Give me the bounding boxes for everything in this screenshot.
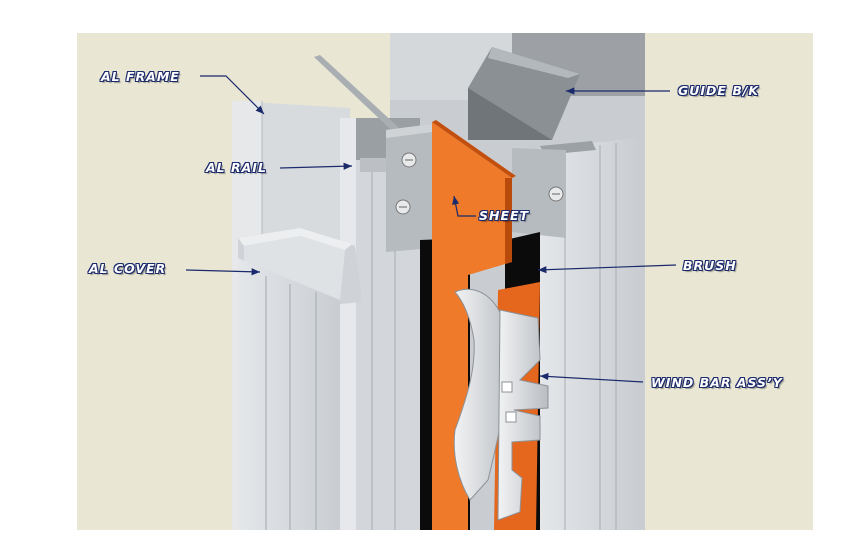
leader-brush <box>537 264 677 274</box>
wind-bar <box>453 288 549 521</box>
label-wind-bar: WIND BAR ASS’Y <box>651 375 783 390</box>
leader-lines <box>185 75 677 383</box>
leader-al-cover <box>185 268 261 276</box>
label-al-cover: AL COVER <box>89 261 167 276</box>
label-sheet: SHEET <box>479 208 530 223</box>
al-cover <box>238 228 362 530</box>
label-al-frame: AL FRAME <box>101 69 180 84</box>
label-al-rail: AL RAIL <box>206 160 267 175</box>
left-bracket <box>386 124 432 252</box>
label-guide-bk: GUIDE B/K <box>678 83 760 98</box>
leader-al-frame <box>200 75 265 115</box>
leader-wind-bar <box>539 372 644 383</box>
label-brush: BRUSH <box>683 258 737 273</box>
top-blade <box>314 55 410 142</box>
right-bracket <box>512 148 566 238</box>
leader-sheet <box>452 195 476 217</box>
leader-al-rail <box>279 162 353 170</box>
guide-bracket <box>468 47 580 140</box>
